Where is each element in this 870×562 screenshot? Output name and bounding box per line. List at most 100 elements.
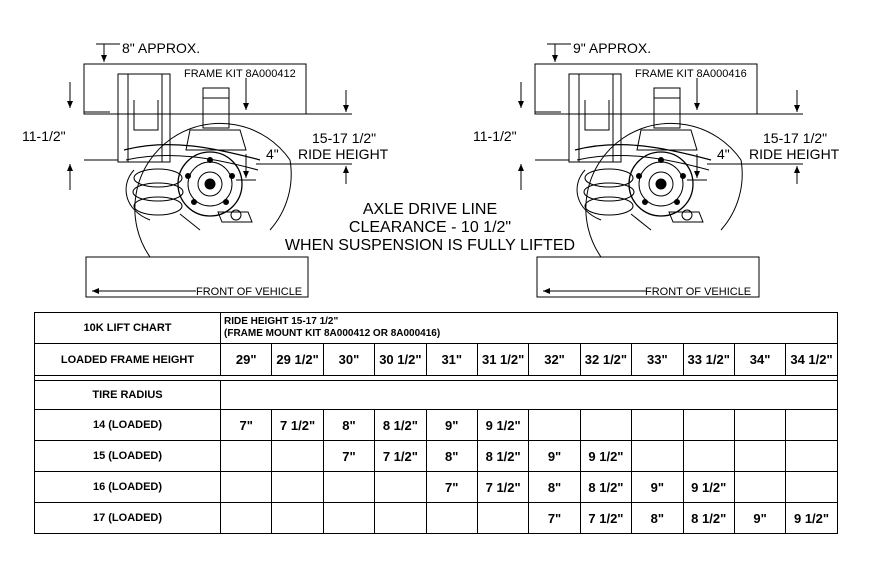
table-cell: 8 1/2"	[579, 471, 633, 503]
right-ground-box	[536, 256, 760, 298]
table-cell	[322, 471, 376, 503]
table-cell	[374, 471, 427, 503]
table-cell: 9"	[528, 440, 581, 472]
right-front-label: FRONT OF VEHICLE	[645, 286, 751, 298]
left-frame-rail	[83, 63, 307, 115]
table-cell	[733, 409, 787, 441]
table-cell: 9"	[425, 409, 478, 441]
table-cell: 7"	[219, 409, 273, 441]
right-labels: 9" APPROX. FRAME KIT 8A000416 11-1/2" 4"…	[473, 40, 840, 298]
frame-height-cell: 34 1/2"	[785, 343, 838, 376]
table-cell	[271, 502, 324, 534]
tire-radius-row: TIRE RADIUS	[34, 380, 838, 410]
right-approx-label: 9" APPROX.	[573, 40, 651, 56]
table-cell	[733, 440, 787, 472]
left-ride-height-label: RIDE HEIGHT	[298, 146, 389, 162]
table-cell: 9 1/2"	[785, 502, 838, 534]
table-cell	[425, 502, 478, 534]
table-row: 17 (LOADED) 7" 7 1/2" 8" 8 1/2" 9" 9 1/2…	[34, 502, 838, 534]
lift-chart-table: 10K LIFT CHART RIDE HEIGHT 15-17 1/2" (F…	[34, 312, 838, 534]
table-cell: 8 1/2"	[476, 440, 530, 472]
left-air-spring	[125, 168, 184, 221]
frame-height-label: LOADED FRAME HEIGHT	[34, 343, 221, 376]
frame-height-cell: 29"	[219, 343, 273, 376]
table-cell: 9 1/2"	[476, 409, 530, 441]
table-cell: 9 1/2"	[579, 440, 633, 472]
tire-row-label: 16 (LOADED)	[34, 471, 221, 503]
table-cell	[219, 502, 273, 534]
table-cell	[271, 471, 324, 503]
left-ground-box	[85, 256, 309, 298]
tire-row-label: 15 (LOADED)	[34, 440, 221, 472]
note-line-3: WHEN SUSPENSION IS FULLY LIFTED	[285, 237, 575, 254]
left-offset-label: 4"	[266, 146, 279, 162]
right-air-spring	[576, 168, 635, 221]
left-tire-outline	[134, 122, 291, 258]
left-hanger-bracket	[117, 73, 171, 163]
right-ride-height-value: 15-17 1/2"	[763, 130, 827, 146]
left-front-label: FRONT OF VEHICLE	[196, 286, 302, 298]
table-cell: 8"	[322, 409, 376, 441]
table-cell: 8 1/2"	[682, 502, 735, 534]
frame-height-cell: 30 1/2"	[374, 343, 427, 376]
table-cell	[322, 502, 376, 534]
note-line-1: AXLE DRIVE LINE	[363, 201, 497, 218]
table-cell	[733, 471, 787, 503]
tire-row-label: 17 (LOADED)	[34, 502, 221, 534]
axle-clearance-note: AXLE DRIVE LINE CLEARANCE - 10 1/2" WHEN…	[285, 201, 575, 254]
left-frame-kit-label: FRAME KIT 8A000412	[184, 68, 296, 80]
right-offset-label: 4"	[717, 146, 730, 162]
right-frame-rail	[534, 63, 758, 115]
right-side-height-label: 11-1/2"	[473, 128, 517, 144]
table-cell: 7 1/2"	[271, 409, 324, 441]
table-cell: 7"	[425, 471, 478, 503]
right-suspension-view	[518, 43, 803, 298]
table-cell: 7 1/2"	[476, 471, 530, 503]
table-row: 16 (LOADED) 7" 7 1/2" 8" 8 1/2" 9" 9 1/2…	[34, 471, 838, 503]
frame-height-cell: 34"	[733, 343, 787, 376]
left-hub	[177, 151, 243, 217]
table-row: 15 (LOADED) 7" 7 1/2" 8" 8 1/2" 9" 9 1/2…	[34, 440, 838, 472]
table-cell	[631, 440, 684, 472]
frame-height-cell: 33"	[631, 343, 684, 376]
table-cell	[271, 440, 324, 472]
lift-chart-title-row: 10K LIFT CHART RIDE HEIGHT 15-17 1/2" (F…	[34, 312, 838, 344]
right-tire-outline	[585, 122, 742, 258]
frame-height-cell: 29 1/2"	[271, 343, 324, 376]
table-cell: 8"	[631, 502, 684, 534]
tire-row-label: 14 (LOADED)	[34, 409, 221, 441]
right-ride-height-label: RIDE HEIGHT	[749, 146, 840, 162]
table-cell	[785, 440, 838, 472]
frame-height-row: LOADED FRAME HEIGHT 29" 29 1/2" 30" 30 1…	[34, 343, 838, 376]
table-cell	[682, 409, 735, 441]
left-ride-height-value: 15-17 1/2"	[312, 130, 376, 146]
table-cell	[579, 409, 633, 441]
left-suspension-view	[67, 43, 352, 298]
left-approx-label: 8" APPROX.	[122, 40, 200, 56]
frame-height-cell: 33 1/2"	[682, 343, 735, 376]
table-cell	[785, 471, 838, 503]
table-cell: 7"	[322, 440, 376, 472]
frame-height-cell: 30"	[322, 343, 376, 376]
table-cell	[682, 440, 735, 472]
lift-chart-spec: RIDE HEIGHT 15-17 1/2" (FRAME MOUNT KIT …	[220, 312, 838, 344]
left-labels: 8" APPROX. FRAME KIT 8A000412 11-1/2" 4"…	[22, 40, 389, 298]
table-cell: 9 1/2"	[682, 471, 735, 503]
table-cell: 8"	[528, 471, 581, 503]
table-cell	[219, 440, 273, 472]
table-row: 14 (LOADED) 7" 7 1/2" 8" 8 1/2" 9" 9 1/2…	[34, 409, 838, 441]
frame-height-cell: 31"	[425, 343, 478, 376]
frame-height-cell: 32 1/2"	[579, 343, 633, 376]
left-side-height-label: 11-1/2"	[22, 128, 66, 144]
table-cell: 9"	[733, 502, 787, 534]
note-line-2: CLEARANCE - 10 1/2"	[349, 219, 511, 236]
right-hanger-bracket	[568, 73, 622, 163]
table-cell: 8"	[425, 440, 478, 472]
table-cell: 9"	[631, 471, 684, 503]
table-cell: 8 1/2"	[374, 409, 427, 441]
spec-frame-kit: (FRAME MOUNT KIT 8A000412 OR 8A000416)	[224, 328, 441, 339]
table-cell	[219, 471, 273, 503]
right-hub	[628, 151, 694, 217]
tire-radius-label: TIRE RADIUS	[34, 380, 221, 410]
